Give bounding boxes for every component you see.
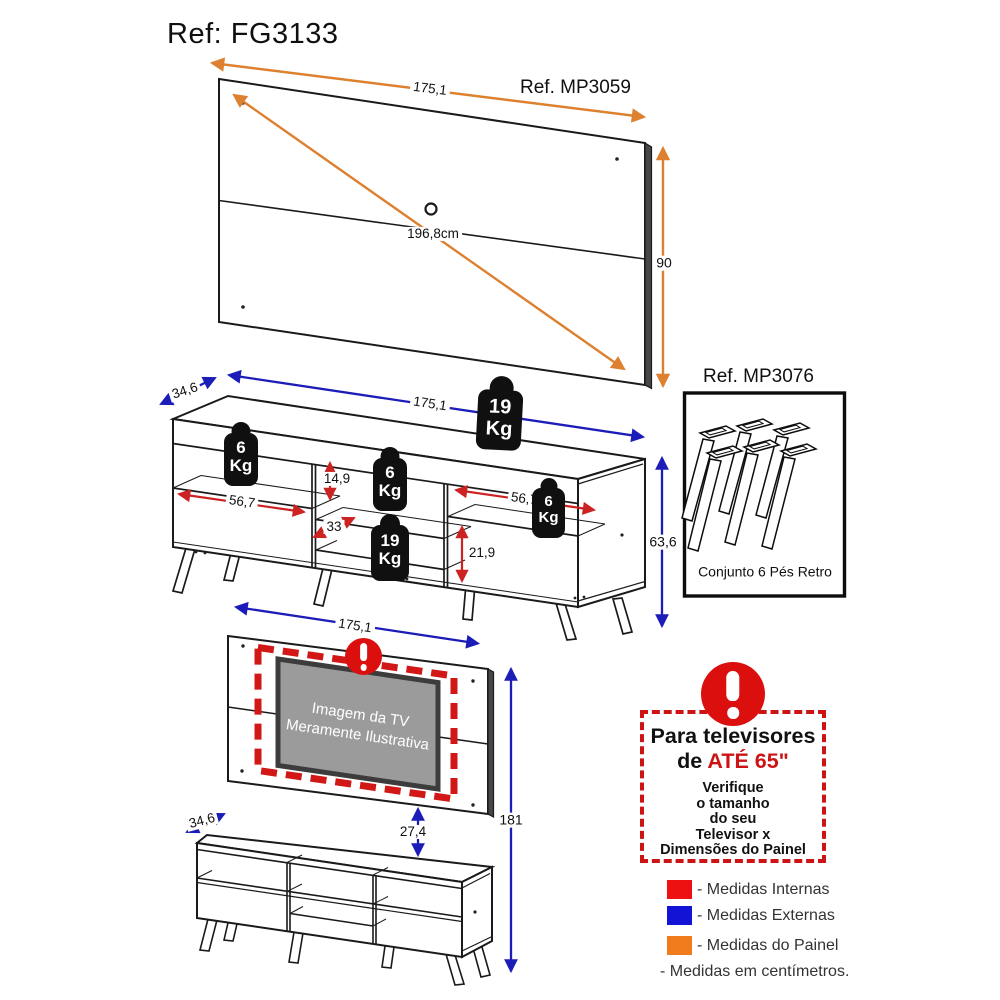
rack-height-label: 63,6 <box>646 534 680 550</box>
combo-total-height-label: 181 <box>496 812 526 828</box>
feet-kit-drawing <box>681 391 847 598</box>
legend-internal-label: - Medidas Internas <box>697 881 830 898</box>
warning-body-line: Verifique <box>702 780 764 796</box>
alert-icon <box>701 662 765 726</box>
weight-knob <box>380 447 400 466</box>
warning-body-line: o tamanho <box>696 795 770 812</box>
rack-right-height-label: 21,9 <box>465 545 499 561</box>
legend-panel-swatch <box>667 936 692 955</box>
warning-tv-size: ATÉ 65" <box>707 749 789 773</box>
warning-body-line: Televisor x <box>695 826 771 843</box>
weight-knob <box>380 514 400 534</box>
panel-height-label: 90 <box>653 255 675 271</box>
feet-kit-ref-label: Ref. MP3076 <box>703 366 814 387</box>
rack-top-gap-label: 14,9 <box>320 471 354 487</box>
weight-icon-middle-upper: 6 Kg <box>373 447 407 511</box>
combined-rack-drawing <box>194 833 496 986</box>
warning-body-line: do seu <box>709 811 757 827</box>
rack-middle-width-label: 33 <box>323 519 345 535</box>
combined-panel-drawing <box>185 601 518 974</box>
weight-icon-right: 6 Kg <box>532 478 565 538</box>
legend-external-label: - Medidas Externas <box>697 907 835 924</box>
warning-title-line2: de ATÉ 65" <box>677 749 789 773</box>
feet-kit-caption: Conjunto 6 Pés Retro <box>695 564 835 580</box>
weight-icon-middle-lower: 19 Kg <box>371 514 409 581</box>
warning-body-line: Dimensões do Painel <box>660 842 806 858</box>
weight-icon-left: 6 Kg <box>224 422 258 486</box>
alert-icon <box>345 638 382 675</box>
warning-title-line1: Para televisores <box>650 724 816 748</box>
legend-panel-label: - Medidas do Painel <box>697 937 839 954</box>
tv-area-dashed-outline <box>254 643 458 804</box>
legend-internal-swatch <box>667 880 692 899</box>
panel-diagonal-label: 196,8cm <box>404 226 462 242</box>
combo-gap-label: 27,4 <box>396 824 430 840</box>
panel-ref-label: Ref. MP3059 <box>520 77 631 98</box>
sheet-title: Ref: FG3133 <box>167 18 339 50</box>
legend-footnote: - Medidas em centímetros. <box>660 963 850 980</box>
weight-icon-top: 19 Kg <box>475 375 524 452</box>
tv-screen <box>275 656 441 792</box>
legend-external-swatch <box>667 906 692 925</box>
